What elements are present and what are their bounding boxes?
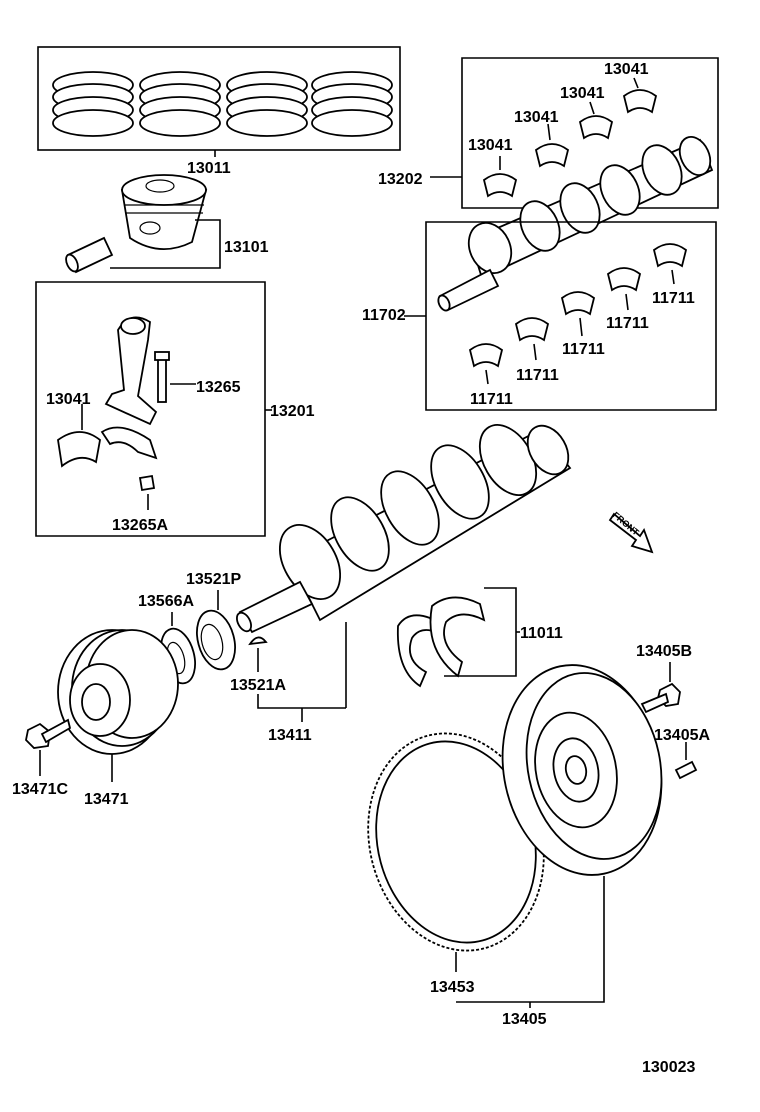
connecting-rod-set bbox=[35, 281, 272, 537]
label-13011: 13011 bbox=[187, 160, 231, 177]
label-13521P: 13521P bbox=[186, 571, 241, 588]
label-13405: 13405 bbox=[502, 1011, 547, 1028]
label-11011: 11011 bbox=[520, 625, 563, 642]
crankshaft-pulley bbox=[57, 629, 179, 782]
flywheel bbox=[456, 664, 663, 1008]
label-13202: 13202 bbox=[378, 171, 423, 188]
label-11711-c: 11711 bbox=[562, 341, 605, 358]
thrust-washers bbox=[396, 587, 520, 688]
label-13566A: 13566A bbox=[138, 593, 194, 610]
label-11711-d: 11711 bbox=[516, 367, 559, 384]
crankshaft bbox=[236, 424, 572, 708]
label-13041-a: 13041 bbox=[604, 61, 649, 78]
label-13405B: 13405B bbox=[636, 643, 692, 660]
label-11711-e: 11711 bbox=[470, 391, 513, 408]
label-13405A: 13405A bbox=[654, 727, 710, 744]
label-13041-d: 13041 bbox=[468, 137, 513, 154]
label-13101: 13101 bbox=[224, 239, 269, 256]
label-11711-a: 11711 bbox=[652, 290, 695, 307]
ring-stack-1 bbox=[52, 71, 134, 137]
front-arrow: FRONT bbox=[608, 510, 654, 554]
label-13265: 13265 bbox=[196, 379, 241, 396]
crankshaft-timing-gear bbox=[196, 590, 236, 671]
figure-id: 130023 bbox=[642, 1059, 695, 1076]
label-13041-b: 13041 bbox=[560, 85, 605, 102]
label-13201: 13201 bbox=[270, 403, 315, 420]
crankshaft-upper bbox=[437, 136, 714, 312]
piston-ring-set bbox=[37, 46, 401, 157]
piston-with-pin bbox=[65, 174, 221, 274]
label-13041-c: 13041 bbox=[514, 109, 559, 126]
main-bearing-set bbox=[404, 221, 717, 411]
label-11711-b: 11711 bbox=[606, 315, 649, 332]
label-13471: 13471 bbox=[84, 791, 129, 808]
label-13265A: 13265A bbox=[112, 517, 168, 534]
pulley-bolt bbox=[25, 718, 72, 776]
label-13411: 13411 bbox=[268, 727, 312, 744]
label-13521A: 13521A bbox=[230, 677, 286, 694]
flywheel-dowel-pin bbox=[674, 742, 698, 780]
upper-bearing-set bbox=[430, 57, 719, 209]
ring-stack-4 bbox=[311, 71, 393, 137]
woodruff-key bbox=[248, 636, 268, 672]
label-13471C: 13471C bbox=[12, 781, 68, 798]
label-11702: 11702 bbox=[362, 307, 406, 324]
label-13041-e: 13041 bbox=[46, 391, 91, 408]
ring-stack-3 bbox=[226, 71, 308, 137]
flywheel-bolt bbox=[640, 662, 681, 714]
ring-stack-2 bbox=[139, 71, 221, 137]
label-13453: 13453 bbox=[430, 979, 475, 996]
flywheel-ring-gear bbox=[367, 732, 545, 972]
